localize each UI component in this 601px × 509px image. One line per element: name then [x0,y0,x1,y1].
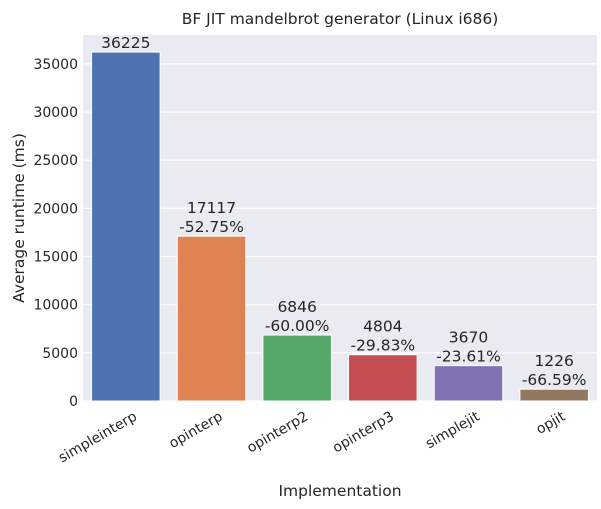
bar-value-label: 3670 [449,329,488,347]
x-tick-label: opinterp [166,409,225,452]
y-tick-label: 0 [69,394,78,410]
y-tick-label: 5000 [42,346,78,362]
x-tick-label: simplejit [423,408,483,452]
x-tick-label: opinterp2 [244,409,311,457]
bar-value-label: 36225 [101,34,150,52]
bar-opinterp2 [262,334,332,402]
y-tick-label: 20000 [33,201,78,217]
x-tick-label: simpleinterp [56,409,140,467]
y-tick-label: 30000 [33,105,78,121]
chart-title: BF JIT mandelbrot generator (Linux i686) [182,10,499,28]
x-tick-label: opjit [534,408,569,437]
data-labels: 36225 17117-52.75% 6846-60.00% 4804-29.83% 3… [101,34,586,389]
bar-value-label: 1226 [534,352,573,370]
y-axis-title: Average runtime (ms) [10,133,28,303]
x-axis-title: Implementation [278,482,401,500]
x-tick-label: opinterp3 [330,409,397,457]
plot-area [83,35,597,401]
bar-change-label: -52.75% [179,218,244,236]
x-tick-labels: simpleinterp opinterp opinterp2 opinterp3 si… [56,408,569,466]
bar-change-label: -66.59% [522,371,587,389]
bars [91,51,589,402]
y-tick-labels: 0 5000 10000 15000 20000 25000 30000 35000 [33,57,78,410]
bar-value-label: 4804 [363,318,402,336]
bar-change-label: -60.00% [265,317,330,335]
bar-opinterp [176,235,247,402]
bar-change-label: -23.61% [436,348,501,366]
bar-value-label: 6846 [277,298,316,316]
y-tick-label: 10000 [33,298,78,314]
bar-opinterp3 [348,354,418,402]
bar-simplejit [433,365,504,402]
y-tick-label: 35000 [33,57,78,73]
gridlines [83,63,597,402]
bar-opjit [519,388,589,402]
bar-change-label: -29.83% [350,337,415,355]
y-tick-label: 25000 [33,153,78,169]
y-tick-label: 15000 [33,250,78,266]
bar-value-label: 17117 [187,199,236,217]
bar-simpleinterp [91,51,161,402]
